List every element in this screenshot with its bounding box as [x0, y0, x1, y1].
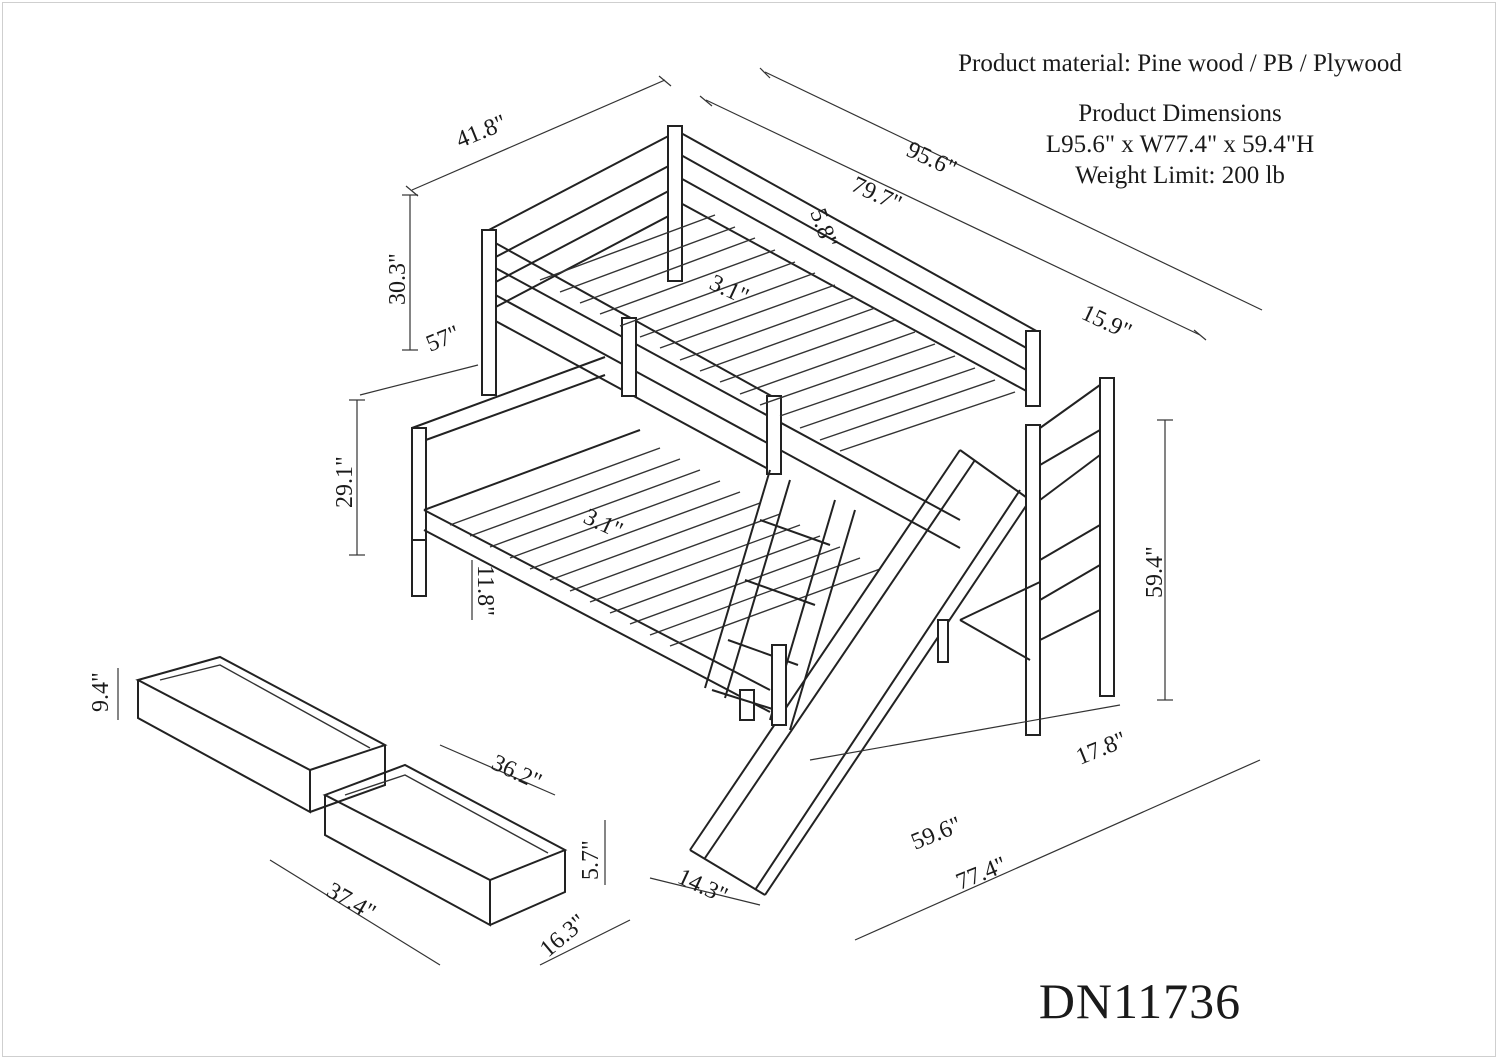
dimensions-title: Product Dimensions — [1078, 100, 1282, 127]
bottom-bunk — [411, 356, 881, 721]
drawer-2 — [322, 763, 568, 927]
top-bunk — [481, 125, 1041, 549]
dim-bottom-length: 59.6" — [908, 812, 966, 856]
dimensions-value: L95.6" x W77.4" x 59.4"H — [1045, 131, 1315, 158]
slide — [689, 449, 1031, 896]
dim-top-offset: 15.9" — [1077, 300, 1135, 345]
dimension-lines — [117, 67, 1263, 966]
dim-bottom-clearance: 11.8" — [472, 565, 498, 616]
dim-drawer-inner-height: 5.7" — [578, 840, 604, 880]
dim-overall-width: 77.4" — [953, 852, 1011, 896]
dim-guard-rail: 5.8" — [804, 205, 842, 251]
dim-overall-height: 59.4" — [1142, 546, 1168, 598]
weight-limit: Weight Limit: 200 lb — [1075, 162, 1285, 189]
dim-top-length: 79.7" — [847, 172, 905, 217]
dim-drawer-inner-length: 36.2" — [487, 750, 545, 795]
dim-bottom-rail-height: 29.1" — [332, 456, 358, 508]
dim-drawer-length: 37.4" — [322, 878, 380, 926]
dim-bottom-slat-gap: 3.1" — [579, 504, 626, 544]
platform-tower — [937, 377, 1115, 736]
dim-top-rail-height: 30.3" — [385, 253, 411, 305]
model-number: DN11736 — [1038, 973, 1242, 1029]
dim-overall-length: 95.6" — [902, 137, 960, 182]
product-material: Product material: Pine wood / PB / Plywo… — [958, 50, 1402, 77]
dim-platform-depth: 17.8" — [1073, 727, 1131, 771]
dim-bottom-width: 57" — [423, 321, 464, 358]
dim-top-slat-gap: 3.1" — [705, 270, 752, 310]
product-specs: Product Dimensions L95.6" x W77.4" x 59.… — [960, 98, 1400, 191]
dim-drawer-depth: 16.3" — [535, 909, 591, 962]
drawer-1 — [135, 655, 388, 814]
dim-drawer-height: 9.4" — [88, 672, 114, 712]
dim-top-width: 41.8" — [453, 110, 511, 154]
